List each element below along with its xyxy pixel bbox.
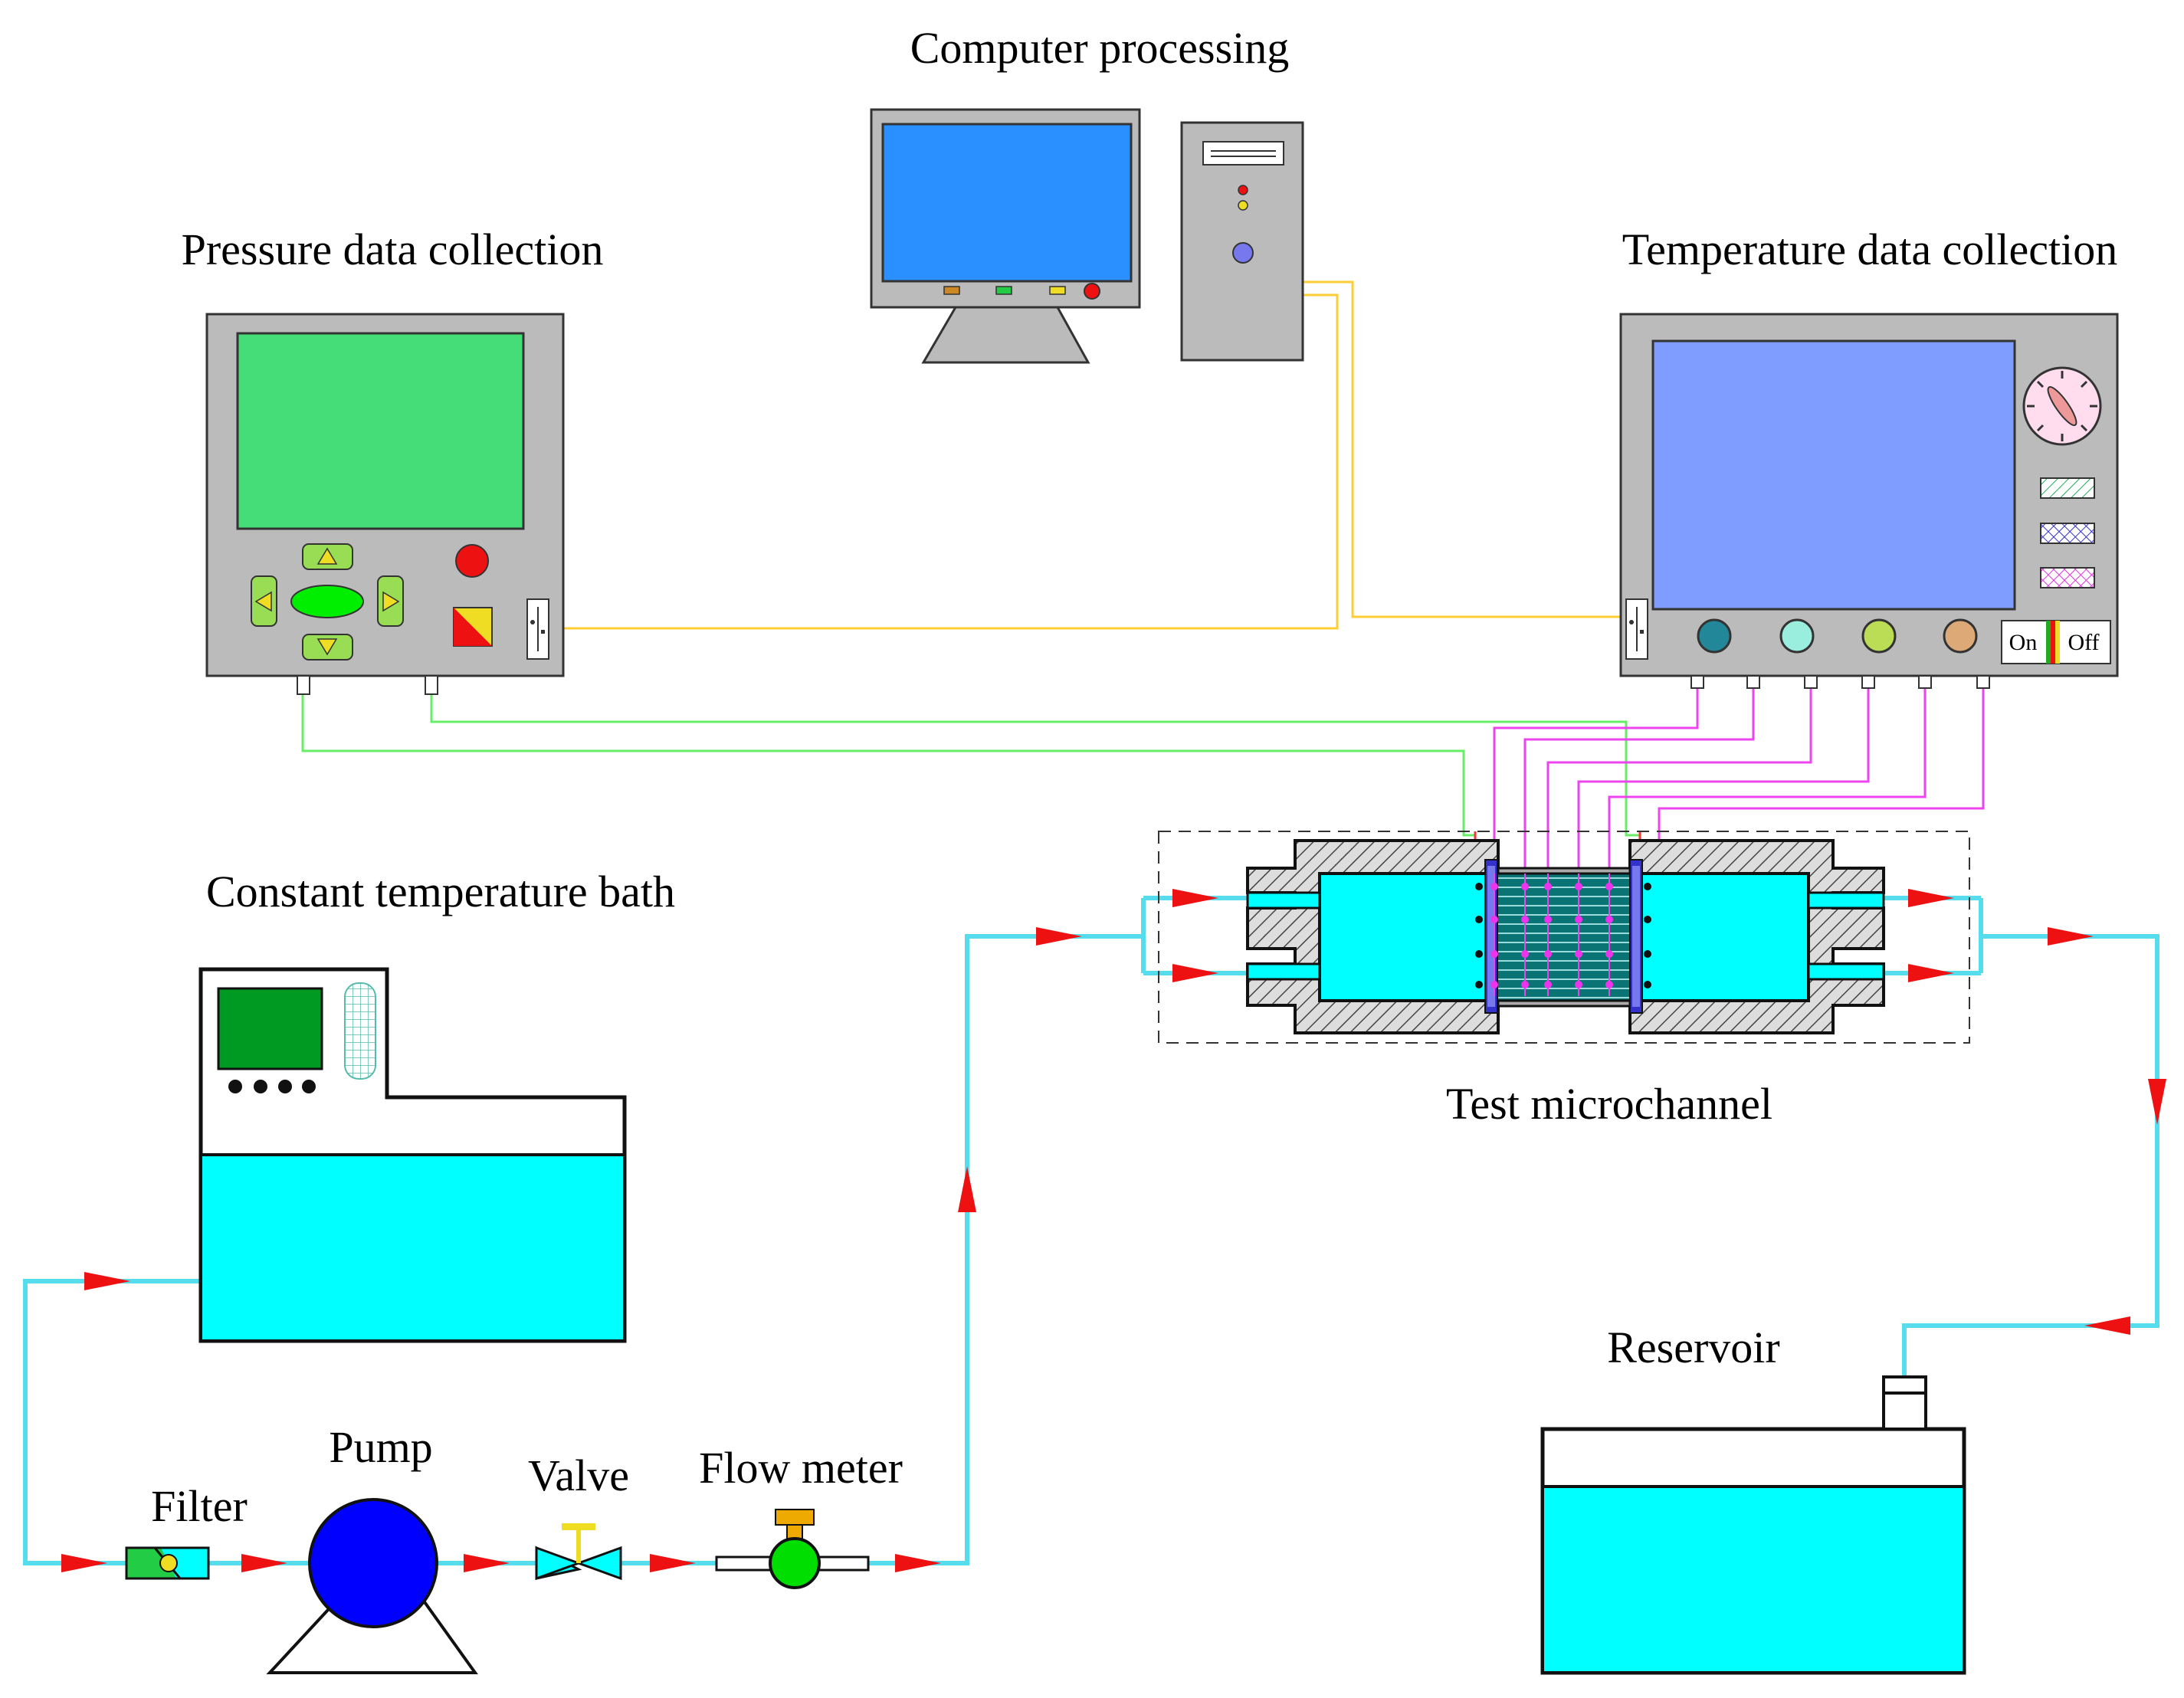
flow-arrow-icon bbox=[2084, 1316, 2130, 1335]
flow-arrows bbox=[61, 889, 2166, 1572]
dial-gauge-icon bbox=[2022, 366, 2102, 446]
test-section-boundary bbox=[1158, 831, 1970, 1044]
switch-off-label: Off bbox=[2068, 630, 2099, 655]
flow-arrow-icon bbox=[895, 1554, 941, 1572]
status-led-yellow bbox=[1238, 200, 1248, 211]
label-filter: Filter bbox=[151, 1481, 248, 1531]
knob-icon bbox=[1943, 618, 1978, 654]
indicator-blue bbox=[2040, 523, 2095, 544]
thermocouple-ports bbox=[1690, 675, 1990, 689]
pump: Pump bbox=[266, 1422, 478, 1674]
thermocouple-points bbox=[1490, 883, 1613, 988]
flow-meter-body bbox=[769, 1537, 821, 1589]
label-flow-meter: Flow meter bbox=[699, 1443, 903, 1493]
pressure-port bbox=[425, 675, 438, 695]
power-switch: On Off bbox=[2001, 620, 2111, 664]
indicator-magenta bbox=[2040, 567, 2095, 588]
label-bath: Constant temperature bath bbox=[206, 867, 675, 916]
pressure-screen bbox=[236, 332, 525, 530]
flow-meter: Flow meter bbox=[699, 1443, 903, 1589]
temperature-screen bbox=[1651, 339, 2016, 611]
flow-arrow-icon bbox=[1172, 889, 1218, 907]
thermocouple-wire-3 bbox=[1546, 678, 1812, 874]
disk-drive bbox=[1202, 141, 1284, 166]
thermocouple-wire-1 bbox=[1493, 678, 1699, 874]
valve-handle bbox=[562, 1523, 595, 1530]
arrow-buttons bbox=[251, 543, 404, 661]
usb-icon bbox=[526, 598, 549, 660]
flow-arrow-icon bbox=[84, 1272, 130, 1290]
thermocouple-probes bbox=[1494, 874, 1610, 996]
record-button bbox=[455, 544, 489, 578]
computer-pressure-wire bbox=[563, 293, 1339, 630]
status-led-red bbox=[1238, 185, 1248, 195]
pc-tower bbox=[1180, 121, 1304, 362]
pipe-test-to-reservoir bbox=[1902, 934, 2159, 1375]
knob-icon bbox=[1697, 618, 1732, 654]
monitor-stand bbox=[921, 306, 1090, 364]
pump-body bbox=[308, 1498, 438, 1628]
flow-arrow-icon bbox=[1036, 927, 1082, 946]
bath-display bbox=[217, 987, 323, 1070]
pressure-recorder: Pressure data collection bbox=[182, 225, 604, 695]
pressure-tap-points bbox=[1475, 883, 1651, 988]
flow-arrow-icon bbox=[1908, 964, 1954, 982]
flow-arrow-icon bbox=[958, 1166, 976, 1212]
bath-vent bbox=[344, 982, 376, 1080]
monitor-screen bbox=[881, 123, 1133, 283]
indicator-green bbox=[2040, 477, 2095, 499]
monitor bbox=[870, 108, 1141, 364]
flow-arrow-icon bbox=[61, 1554, 107, 1572]
power-button bbox=[1232, 242, 1254, 264]
computer: Computer processing bbox=[870, 23, 1304, 364]
reservoir: Reservoir bbox=[1540, 1323, 1966, 1675]
filter: Filter bbox=[125, 1481, 248, 1580]
power-led bbox=[1084, 283, 1100, 300]
flow-arrow-icon bbox=[2048, 927, 2094, 946]
label-computer: Computer processing bbox=[910, 23, 1290, 73]
thermocouple-wire-4 bbox=[1577, 678, 1870, 874]
ok-button bbox=[290, 585, 364, 618]
temperature-recorder: Temperature data collection bbox=[1619, 225, 2119, 689]
label-pressure: Pressure data collection bbox=[182, 225, 604, 274]
reservoir-inlet bbox=[1882, 1375, 1927, 1431]
monitor-button bbox=[943, 286, 960, 295]
thermocouple-wire-5 bbox=[1608, 678, 1927, 874]
flow-arrow-icon bbox=[241, 1554, 287, 1572]
bath-water bbox=[202, 1155, 623, 1339]
valve: Valve bbox=[528, 1451, 629, 1581]
knob-icon bbox=[1779, 618, 1815, 654]
label-pump: Pump bbox=[329, 1422, 432, 1472]
test-microchannel: Test microchannel bbox=[1158, 831, 1970, 1129]
monitor-button bbox=[995, 286, 1012, 295]
bath-buttons bbox=[228, 1080, 316, 1093]
label-test-microchannel: Test microchannel bbox=[1446, 1079, 1772, 1129]
flow-arrow-icon bbox=[464, 1554, 510, 1572]
thermocouple-wire-2 bbox=[1523, 678, 1755, 874]
usb-icon bbox=[1625, 598, 1648, 660]
label-reservoir: Reservoir bbox=[1607, 1323, 1780, 1372]
flow-arrow-icon bbox=[1908, 889, 1954, 907]
pressure-port bbox=[297, 675, 310, 695]
microchannel-core bbox=[1489, 872, 1639, 1002]
flow-arrow-icon bbox=[2148, 1079, 2166, 1125]
switch-on-label: On bbox=[2009, 630, 2038, 655]
flow-arrow-icon bbox=[650, 1554, 696, 1572]
monitor-button bbox=[1049, 286, 1066, 295]
flow-meter-cap bbox=[775, 1509, 815, 1526]
label-temperature: Temperature data collection bbox=[1622, 225, 2118, 274]
constant-temperature-bath: Constant temperature bath bbox=[198, 867, 675, 1343]
knob-icon bbox=[1861, 618, 1897, 654]
label-valve: Valve bbox=[528, 1451, 629, 1500]
pipe-meter-to-test bbox=[868, 934, 1143, 1565]
reservoir-water bbox=[1544, 1487, 1963, 1671]
filter-ball bbox=[159, 1554, 178, 1572]
flow-arrow-icon bbox=[1172, 964, 1218, 982]
computer-temperature-wire bbox=[1303, 280, 1628, 618]
